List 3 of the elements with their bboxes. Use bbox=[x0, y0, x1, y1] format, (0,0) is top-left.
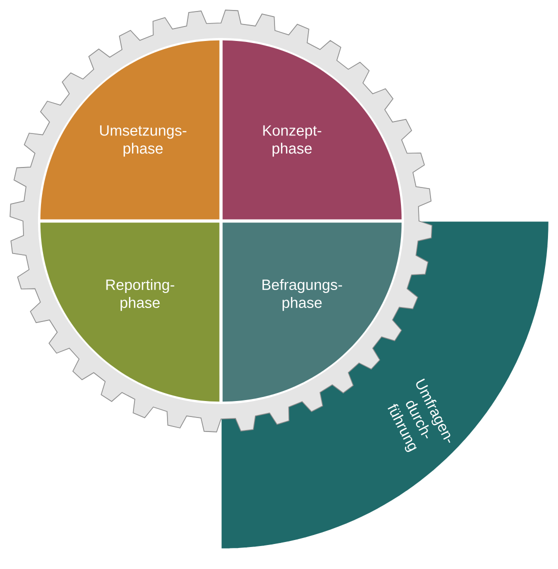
quadrant-segment: Konzept- phase bbox=[222, 40, 402, 220]
quadrant-segment: Umsetzungs- phase bbox=[40, 40, 220, 220]
quadrant-segment: Reporting- phase bbox=[40, 222, 220, 402]
